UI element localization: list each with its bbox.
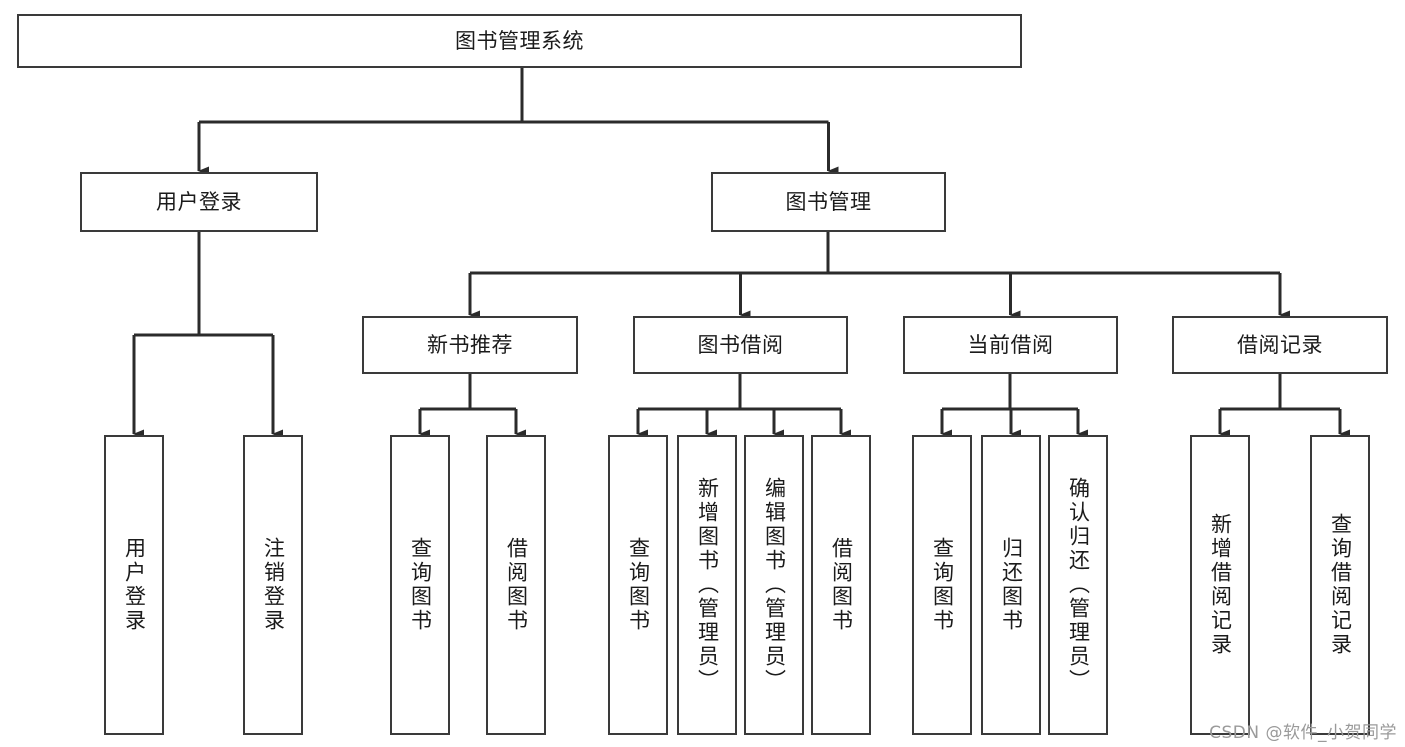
node-leaf-edit-book[interactable]: 编辑图书（管理员） (744, 435, 804, 735)
node-label: 当前借阅 (967, 332, 1054, 357)
node-label: 新增图书（管理员） (695, 477, 720, 693)
node-leaf-borrow-book-rec[interactable]: 借阅图书 (486, 435, 546, 735)
node-current-borrow[interactable]: 当前借阅 (903, 316, 1118, 374)
node-label: 图书管理系统 (455, 28, 584, 53)
node-book-borrow[interactable]: 图书借阅 (633, 316, 848, 374)
node-borrow-record[interactable]: 借阅记录 (1172, 316, 1388, 374)
node-leaf-add-borrow-record[interactable]: 新增借阅记录 (1190, 435, 1250, 735)
node-book-manage[interactable]: 图书管理 (711, 172, 946, 232)
node-label: 查询图书 (930, 537, 955, 633)
node-label: 归还图书 (999, 537, 1024, 633)
node-leaf-add-book[interactable]: 新增图书（管理员） (677, 435, 737, 735)
node-leaf-query-book-borrow[interactable]: 查询图书 (608, 435, 668, 735)
node-user-login[interactable]: 用户登录 (80, 172, 318, 232)
node-label: 查询图书 (408, 537, 433, 633)
node-label: 借阅图书 (504, 537, 529, 633)
node-leaf-user-logout[interactable]: 注销登录 (243, 435, 303, 735)
edge-paths (132, 68, 1350, 439)
node-label: 确认归还（管理员） (1066, 477, 1091, 693)
node-root[interactable]: 图书管理系统 (17, 14, 1022, 68)
node-label: 用户登录 (122, 537, 147, 633)
node-leaf-return-book[interactable]: 归还图书 (981, 435, 1041, 735)
node-label: 新书推荐 (427, 332, 513, 357)
node-leaf-query-borrow-record[interactable]: 查询借阅记录 (1310, 435, 1370, 735)
node-label: 新增借阅记录 (1208, 513, 1233, 657)
node-leaf-borrow-book[interactable]: 借阅图书 (811, 435, 871, 735)
node-label: 图书借阅 (697, 332, 784, 357)
node-label: 借阅图书 (829, 537, 854, 633)
node-leaf-confirm-return[interactable]: 确认归还（管理员） (1048, 435, 1108, 735)
node-label: 用户登录 (156, 189, 242, 214)
node-label: 借阅记录 (1237, 332, 1323, 357)
node-leaf-user-login[interactable]: 用户登录 (104, 435, 164, 735)
node-leaf-query-book-cur[interactable]: 查询图书 (912, 435, 972, 735)
node-label: 查询图书 (626, 537, 651, 633)
node-label: 图书管理 (785, 189, 872, 214)
node-label: 注销登录 (261, 537, 286, 633)
node-label: 查询借阅记录 (1328, 513, 1353, 657)
node-label: 编辑图书（管理员） (762, 477, 787, 693)
node-new-book-recommend[interactable]: 新书推荐 (362, 316, 578, 374)
node-leaf-query-book-rec[interactable]: 查询图书 (390, 435, 450, 735)
